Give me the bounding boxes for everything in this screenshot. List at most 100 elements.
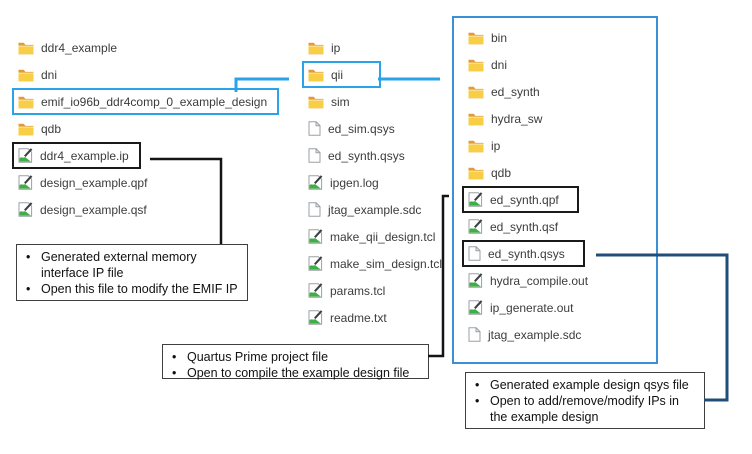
folder-icon (468, 58, 484, 72)
file-item[interactable]: bin (468, 24, 507, 51)
file-item-label: ip (331, 40, 341, 55)
folder-icon (18, 41, 34, 55)
folder-icon (18, 95, 34, 109)
modified-file-icon (308, 229, 323, 244)
file-item[interactable]: jtag_example.sdc (468, 321, 581, 348)
file-item[interactable]: design_example.qpf (18, 169, 147, 196)
note-bullet-list: Quartus Prime project file Open to compi… (163, 345, 428, 385)
file-item-label: hydra_sw (491, 111, 543, 126)
note-bullet: Open to add/remove/modify IPs in the exa… (466, 393, 700, 425)
file-item-label: ip_generate.out (490, 300, 574, 315)
file-item[interactable]: ed_synth.qpf (462, 186, 579, 213)
folder-icon (468, 166, 484, 180)
file-item-label: ipgen.log (330, 175, 379, 190)
modified-file-icon (468, 219, 483, 234)
file-item[interactable]: jtag_example.sdc (308, 196, 421, 223)
file-item-label: qii (331, 67, 344, 82)
file-item-label: hydra_compile.out (490, 273, 589, 288)
file-item[interactable]: qdb (468, 159, 511, 186)
document-icon (308, 148, 321, 163)
example-design-file-list: ip qii sim ed_sim.qsys ed_synth. (302, 34, 442, 331)
file-item[interactable]: ed_synth (468, 78, 540, 105)
file-item[interactable]: ed_synth.qsf (468, 213, 558, 240)
file-item[interactable]: ip (468, 132, 500, 159)
file-item-label: sim (331, 94, 350, 109)
note-bullet: Open this file to modify the EMIF IP (17, 281, 243, 297)
modified-file-icon (18, 148, 33, 163)
file-item[interactable]: emif_io96b_ddr4comp_0_example_design (12, 88, 280, 115)
note-bullet-list: Generated external memory interface IP f… (17, 245, 247, 301)
modified-file-icon (308, 175, 323, 190)
folder-icon (468, 139, 484, 153)
file-item-label: ed_synth.qsys (328, 148, 405, 163)
folder-icon (468, 112, 484, 126)
file-item-label: qdb (491, 165, 512, 180)
file-item-label: ddr4_example.ip (40, 148, 129, 163)
file-item-label: make_sim_design.tcl (330, 256, 443, 271)
file-item[interactable]: params.tcl (308, 277, 385, 304)
file-item-label: bin (491, 30, 508, 45)
file-item[interactable]: ip (308, 34, 340, 61)
file-item-label: jtag_example.sdc (488, 327, 582, 342)
file-item[interactable]: make_qii_design.tcl (308, 223, 435, 250)
modified-file-icon (468, 192, 483, 207)
folder-icon (308, 41, 324, 55)
note-bullet: Generated external memory interface IP f… (17, 249, 243, 281)
file-item[interactable]: dni (468, 51, 507, 78)
qii-file-list: bin dni ed_synth hydra_sw ip (462, 24, 588, 348)
document-icon (308, 121, 321, 136)
file-item-label: ip (491, 138, 501, 153)
modified-file-icon (308, 256, 323, 271)
note-bullet-list: Generated example design qsys file Open … (466, 373, 704, 429)
file-item[interactable]: hydra_sw (468, 105, 542, 132)
modified-file-icon (18, 175, 33, 190)
document-icon (308, 202, 321, 217)
file-item[interactable]: qdb (18, 115, 61, 142)
modified-file-icon (308, 310, 323, 325)
file-item[interactable]: ed_sim.qsys (308, 115, 395, 142)
file-item[interactable]: ipgen.log (308, 169, 379, 196)
file-item[interactable]: design_example.qsf (18, 196, 147, 223)
file-item[interactable]: dni (18, 61, 57, 88)
file-item[interactable]: sim (308, 88, 350, 115)
file-item-label: ed_synth (491, 84, 540, 99)
file-item-label: design_example.qpf (40, 175, 148, 190)
folder-icon (18, 68, 34, 82)
file-item-label: dni (41, 67, 58, 82)
note-bullet: Generated example design qsys file (466, 377, 700, 393)
file-item[interactable]: hydra_compile.out (468, 267, 588, 294)
file-item[interactable]: ip_generate.out (468, 294, 573, 321)
file-item-label: ddr4_example (41, 40, 118, 55)
note-example-design-qsys-file: Generated example design qsys file Open … (465, 372, 705, 429)
folder-icon (308, 68, 324, 82)
file-item[interactable]: readme.txt (308, 304, 387, 331)
note-emif-ip-file: Generated external memory interface IP f… (16, 244, 248, 301)
file-item[interactable]: ddr4_example (18, 34, 117, 61)
file-item-label: qdb (41, 121, 62, 136)
modified-file-icon (18, 202, 33, 217)
document-icon (468, 246, 481, 261)
note-bullet: Quartus Prime project file (163, 349, 424, 365)
file-item-label: dni (491, 57, 508, 72)
folder-icon (468, 31, 484, 45)
file-item[interactable]: ddr4_example.ip (12, 142, 141, 169)
file-item[interactable]: ed_synth.qsys (308, 142, 405, 169)
project-root-file-list: ddr4_example dni emif_io96b_ddr4comp_0_e… (12, 34, 280, 223)
folder-icon (18, 122, 34, 136)
file-item[interactable]: qii (302, 61, 382, 88)
file-item-label: emif_io96b_ddr4comp_0_example_design (41, 94, 268, 109)
modified-file-icon (308, 283, 323, 298)
file-item[interactable]: ed_synth.qsys (462, 240, 585, 267)
file-item-label: make_qii_design.tcl (330, 229, 436, 244)
modified-file-icon (468, 273, 483, 288)
file-item-label: ed_synth.qsf (490, 219, 559, 234)
note-bullet: Open to compile the example design file (163, 365, 424, 381)
file-item-label: readme.txt (330, 310, 387, 325)
file-item-label: ed_synth.qsys (488, 246, 565, 261)
document-icon (468, 327, 481, 342)
file-item-label: jtag_example.sdc (328, 202, 422, 217)
modified-file-icon (468, 300, 483, 315)
file-item[interactable]: make_sim_design.tcl (308, 250, 442, 277)
file-item-label: design_example.qsf (40, 202, 147, 217)
